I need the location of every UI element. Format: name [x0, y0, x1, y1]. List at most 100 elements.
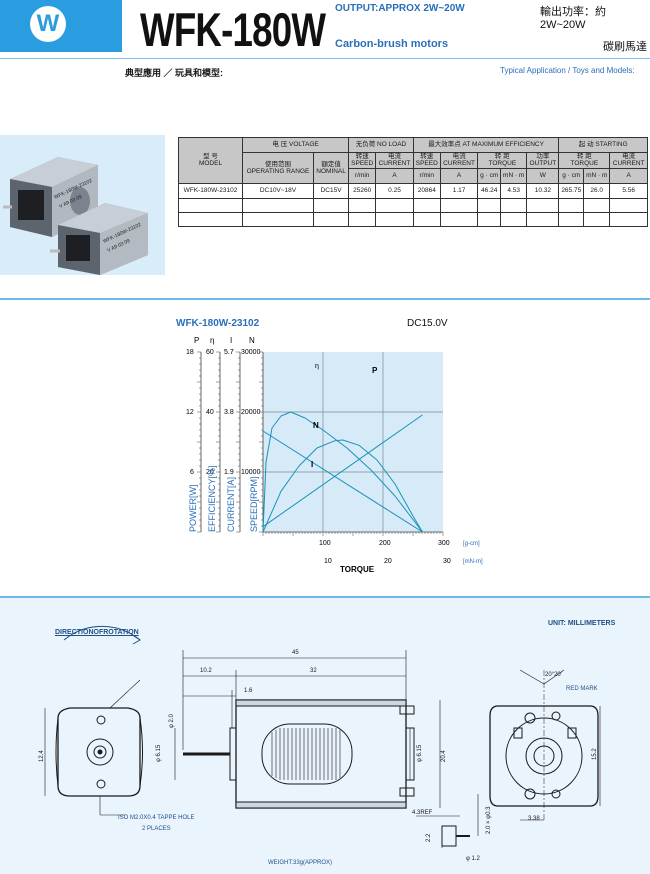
graph-title: WFK-180W-23102 [176, 318, 260, 329]
x-tick-mnm: 10 [324, 558, 332, 565]
col-head-n: N [249, 336, 255, 345]
dim-1-6: 1.6 [244, 688, 253, 694]
curve-label-eta: η [315, 363, 319, 370]
section-divider [0, 298, 650, 300]
unit-cell: mN · m [500, 167, 528, 184]
eta-tick: 20 [206, 469, 214, 476]
series-line-i [262, 414, 423, 528]
motor-type-cn: 碳刷馬達 [603, 41, 647, 53]
curve-label-i: I [311, 460, 313, 469]
weight-note: WEIGHT:33g(APPROX) [268, 860, 332, 866]
hole-note: ISO M2.0X0.4 TAPPE HOLE [118, 815, 194, 821]
axis-label-efficiency: EFFICIENCY[%] [207, 465, 217, 532]
voltage-head: 电 压 VOLTAGE [241, 137, 350, 153]
me-current-cell: 1.17 [439, 182, 479, 199]
i-tick: 5.7 [224, 349, 234, 356]
unit-cell: mN · m [583, 167, 611, 184]
st-current-cell: 5.56 [609, 182, 648, 199]
model-cell: WFK-180W-23102 [178, 182, 243, 199]
eta-tick: 60 [206, 349, 214, 356]
col-head-p: P [194, 336, 199, 345]
rotation-label: DIRECTIONOFROTATION [55, 629, 139, 636]
n-tick: 30000 [241, 349, 261, 356]
table-row: WFK-180W-23102 DC10V~18V DC15V 25260 0.2… [178, 182, 648, 199]
output-range-cn: 輸出功率：約 2W~20W [540, 6, 606, 31]
x-unit-mnm: [mN-m] [463, 559, 483, 565]
maxeff-head: 最大效率点 AT MAXIMUM EFFICIENCY [412, 137, 560, 153]
dim-45: 45 [292, 650, 299, 656]
nl-current-cell: 0.25 [375, 182, 414, 199]
nominal-cell: DC15V [312, 182, 350, 199]
me-torque-gcm-cell: 46.24 [477, 182, 502, 199]
dim-2-2: 2.2 [426, 833, 432, 842]
range-cell: DC10V~18V [242, 182, 314, 199]
p-tick: 6 [190, 469, 194, 476]
brand-logo-letter: W [36, 10, 60, 37]
application-en: Typical Application / Toys and Models: [500, 66, 635, 75]
unit-cell: r/min [348, 167, 377, 184]
places-note: 2 PLACES [142, 826, 171, 832]
me-speed-cell: 20864 [412, 182, 441, 199]
dim-6-15a: φ 6.15 [156, 744, 162, 762]
unit-cell: A [375, 167, 414, 184]
col-head-i: I [230, 336, 232, 345]
dim-12-4: 12.4 [39, 750, 45, 762]
motor-type-en: Carbon-brush motors [335, 38, 449, 50]
drawing-panel [0, 598, 650, 874]
application-cn: 典型應用 ／ 玩具和模型: [125, 68, 223, 78]
dim-3-38: 3.38 [528, 816, 540, 822]
brand-logo-icon: W [30, 6, 66, 42]
model-title: WFK-180W [140, 3, 326, 56]
unit-cell: W [526, 167, 560, 184]
curve-label-n: N [313, 421, 319, 430]
unit-cell: A [609, 167, 648, 184]
graph-voltage: DC15.0V [407, 318, 448, 329]
starting-head: 起 动 STARTING [558, 137, 648, 153]
x-unit-gcm: [g-cm] [463, 541, 480, 547]
x-tick-gcm: 300 [438, 540, 450, 547]
st-torque-mnm-cell: 26.0 [583, 182, 611, 199]
series-line-eta [262, 411, 423, 533]
axis-label-power: POWER[W] [188, 485, 198, 533]
unit-cell: g · cm [558, 167, 585, 184]
axis-label-speed: SPEED[RPM] [249, 476, 259, 532]
table-row [178, 197, 648, 213]
x-tick-mnm: 20 [384, 558, 392, 565]
dim-4-3: 4.3REF [412, 810, 433, 816]
header-divider [0, 58, 650, 59]
eta-tick: 40 [206, 409, 214, 416]
end-view-left [44, 626, 143, 816]
axis-label-current: CURRENT[A] [226, 477, 236, 532]
x-tick-gcm: 200 [379, 540, 391, 547]
plot-area [263, 352, 443, 532]
end-view-right [489, 669, 601, 821]
x-tick-mnm: 30 [443, 558, 451, 565]
dim-angle: 20°20' [545, 672, 562, 678]
me-torque-mnm-cell: 4.53 [500, 182, 528, 199]
unit-label: UNIT: MILLIMETERS [548, 620, 616, 627]
series-line-p [262, 439, 423, 533]
motor-photo-panel: WFK-180W-23102 V A9 03 09 WFK-180W-23102… [0, 135, 165, 275]
dimension-drawing: 45 10.2 32 1.6 φ 2.0 φ 6.15 12.4 φ 6.15 … [39, 626, 601, 866]
dim-32: 32 [310, 668, 317, 674]
red-mark-label: RED MARK [566, 686, 598, 692]
table-row [178, 211, 648, 227]
nl-speed-cell: 25260 [348, 182, 377, 199]
x-tick-gcm: 100 [319, 540, 331, 547]
table-unit-row: r/min A r/min A g · cm mN · m W g · cm m… [179, 167, 648, 184]
col-head-eta: η [210, 336, 214, 345]
st-torque-gcm-cell: 265.75 [558, 182, 585, 199]
motor-photo: WFK-180W-23102 V A9 03 09 WFK-180W-23102… [3, 157, 148, 275]
